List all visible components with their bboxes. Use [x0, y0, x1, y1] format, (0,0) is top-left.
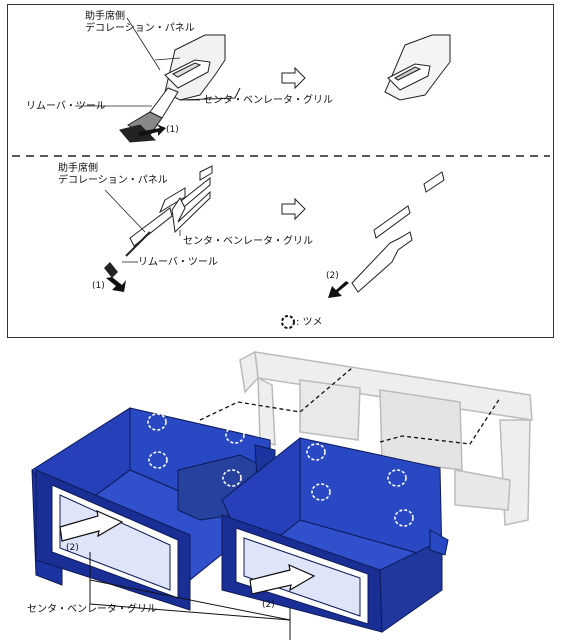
passenger-panel-label-1b: デコレーション・パネル — [85, 23, 195, 34]
projection-lines — [199, 367, 501, 445]
arrow-step2-1 — [106, 277, 126, 292]
pull-arrow-right — [249, 563, 316, 595]
remover-tool-label-1: リムーバ・ツール — [26, 101, 106, 112]
remover-tool-2 — [104, 262, 118, 278]
passenger-panel-label-2b: デコレーション・パネル — [58, 175, 168, 186]
passenger-panel-label-2a: 助手席側 — [58, 163, 98, 174]
callout-1-step1: (1) — [166, 125, 179, 135]
claw-legend-icon — [281, 315, 295, 329]
next-arrow-2 — [281, 197, 306, 221]
callout-left: (2) — [66, 543, 79, 553]
claw-legend-label: : ツメ — [296, 317, 323, 328]
remover-tool-label-2: リムーバ・ツール — [138, 257, 218, 268]
dash-frame — [239, 350, 533, 526]
step2-section — [129, 165, 213, 247]
callout-right: (2) — [262, 600, 275, 610]
step2-result — [351, 171, 445, 293]
claw-markers — [147, 413, 414, 527]
callout-1-step2: (1) — [92, 281, 105, 291]
center-vent-label-2: センタ・ベンレータ・グリル — [183, 236, 313, 247]
step1-panel-illustration — [154, 34, 241, 101]
instruction-panel — [7, 4, 554, 338]
arrow-1 — [138, 124, 166, 136]
step1-result-illustration — [384, 34, 451, 101]
label-bracket — [89, 552, 291, 640]
next-arrow-1 — [281, 66, 306, 90]
passenger-panel-label-1a: 助手席側 — [85, 11, 125, 22]
remover-tool-1 — [119, 87, 179, 143]
callout-2-step2: (2) — [326, 271, 339, 281]
left-vent-grille — [31, 407, 276, 611]
center-vent-label-bottom: センタ・ベンレータ・グリル — [27, 604, 157, 615]
center-vent-label-1: センタ・ベンレータ・グリル — [203, 95, 333, 106]
arrow-step2-2 — [328, 281, 349, 298]
pull-arrow-left — [59, 509, 124, 542]
